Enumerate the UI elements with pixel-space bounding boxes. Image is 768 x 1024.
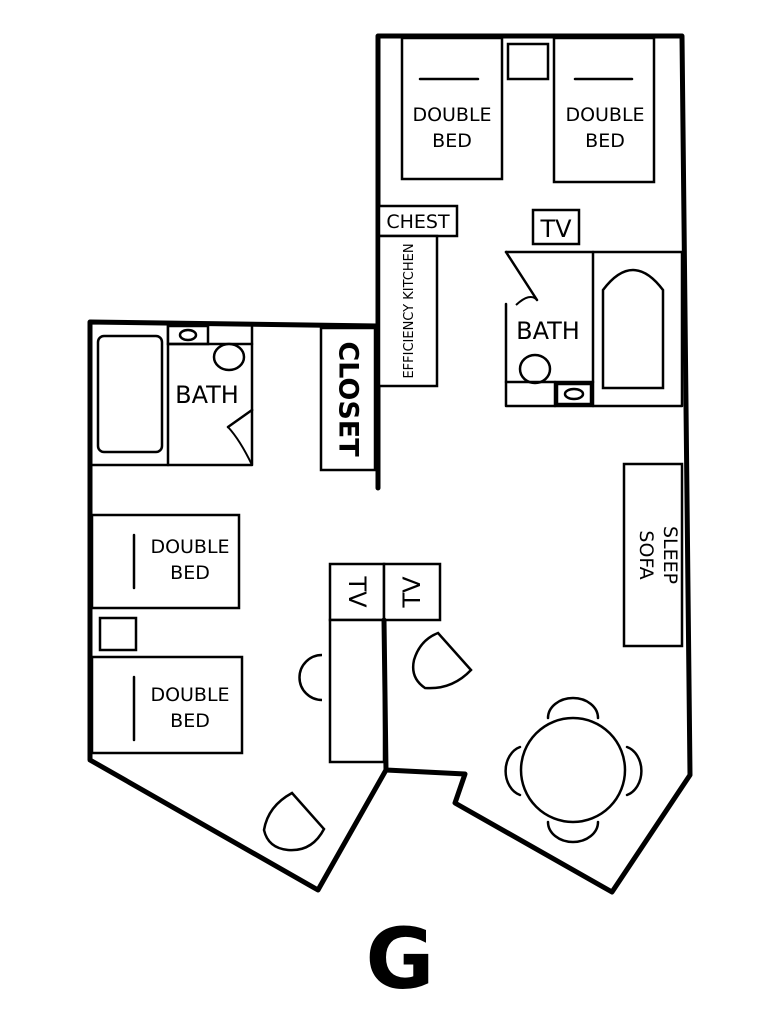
outer-wall-left-wing [87, 319, 389, 893]
unit-label: G [366, 910, 435, 1008]
outer-wall-right-wing [375, 33, 693, 895]
tv-left [328, 562, 386, 622]
tv-upper-label: TV [539, 215, 572, 243]
double-bed-upper-left [400, 36, 504, 181]
chest [377, 204, 459, 238]
double-bed-lower-top [90, 513, 241, 610]
dining-chair-bottom [546, 820, 600, 844]
door-arc [515, 295, 538, 306]
closet [319, 326, 377, 472]
nightstand-upper [506, 42, 550, 81]
sink-bowl-left [178, 328, 198, 342]
nightstand-lower [98, 616, 138, 652]
bath-right-label: BATH [516, 317, 580, 345]
dresser-center [328, 618, 386, 764]
toilet-right [518, 353, 552, 385]
bathtub-left [96, 334, 164, 454]
toilet-left [212, 342, 246, 372]
bathtub-right [601, 268, 665, 390]
bath-right-walls [504, 250, 684, 408]
sleep-sofa-label-2: SOFA [635, 530, 657, 579]
dining-chair-top [546, 696, 600, 720]
tv-right-label: TV [398, 576, 426, 609]
armchair-left [298, 653, 323, 702]
door-swing-left [226, 408, 254, 429]
tv-upper [531, 208, 581, 246]
closet-label: CLOSET [333, 341, 364, 457]
sleep-sofa [622, 462, 684, 648]
double-bed-lower-bottom [90, 655, 244, 755]
dining-chair-right [625, 745, 643, 797]
armchair-lower-left [262, 791, 326, 852]
sink-bowl-right [563, 387, 585, 401]
efficiency-kitchen [377, 234, 439, 388]
bath-left-label: BATH [175, 381, 239, 409]
sleep-sofa-label-1: SLEEP [659, 526, 681, 584]
dining-table [519, 716, 627, 824]
door-arc-left [227, 426, 253, 466]
efficiency-kitchen-label: EFFICIENCY KITCHEN [402, 243, 417, 378]
tv-right [382, 562, 442, 622]
chest-label: CHEST [386, 211, 450, 233]
double-bed-upper-right [552, 36, 656, 184]
dining-chair-left [504, 745, 522, 797]
center-partition [381, 617, 389, 773]
door-swing [504, 250, 539, 302]
tv-left-label: TV [343, 575, 371, 608]
armchair-right [411, 631, 473, 690]
